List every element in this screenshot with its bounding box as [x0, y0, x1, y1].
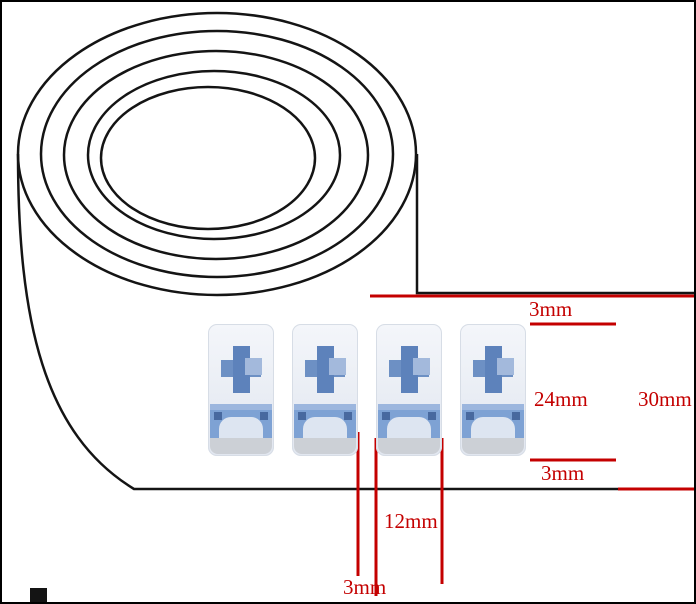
sticker-band-top [378, 404, 440, 411]
plus-icon-highlight-square [245, 358, 262, 375]
sticker-band-top [294, 404, 356, 411]
strip-top-edge [415, 154, 694, 295]
band-pixel-right [428, 412, 436, 420]
band-dome-graphic [471, 417, 515, 438]
dimension-lines [356, 294, 694, 596]
plus-icon-highlight-square [329, 358, 346, 375]
sticker-footer [294, 438, 356, 454]
band-dome-graphic [387, 417, 431, 438]
band-pixel-left [466, 412, 474, 420]
band-dome-graphic [219, 417, 263, 438]
strip-bottom-edge [16, 153, 694, 491]
roll-ring-4 [86, 69, 342, 241]
dim-tape-width-label: 30mm [638, 387, 692, 411]
sticker-band-top [210, 404, 272, 411]
label-sticker [292, 324, 358, 456]
plus-icon-highlight-square [497, 358, 514, 375]
label-sticker [376, 324, 442, 456]
label-sticker [208, 324, 274, 456]
sticker-band-top [462, 404, 524, 411]
sticker-footer [378, 438, 440, 454]
roll-core [99, 85, 317, 231]
band-pixel-right [512, 412, 520, 420]
band-pixel-left [298, 412, 306, 420]
plus-icon-vertical-bar [401, 346, 418, 393]
band-pixel-right [344, 412, 352, 420]
sticker-footer [462, 438, 524, 454]
roll-ring-2 [39, 29, 395, 279]
corner-mark [30, 588, 47, 602]
plus-icon-vertical-bar [233, 346, 250, 393]
band-dome-graphic [303, 417, 347, 438]
dim-bottom-margin-label: 3mm [541, 461, 585, 485]
dim-top-margin-label: 3mm [529, 297, 573, 321]
tape-strip-outline [16, 153, 694, 491]
dim-label-height-label: 24mm [534, 387, 588, 411]
roll-ring-3 [62, 49, 370, 261]
band-pixel-right [260, 412, 268, 420]
plus-icon-vertical-bar [317, 346, 334, 393]
dim-label-gap-label: 3mm [343, 575, 387, 599]
roll-ring-outer [16, 11, 418, 297]
tape-roll [16, 11, 418, 297]
plus-icon-vertical-bar [485, 346, 502, 393]
band-pixel-left [214, 412, 222, 420]
dim-label-width-label: 12mm [384, 509, 438, 533]
label-sticker [460, 324, 526, 456]
band-pixel-left [382, 412, 390, 420]
plus-icon-highlight-square [413, 358, 430, 375]
sticker-footer [210, 438, 272, 454]
